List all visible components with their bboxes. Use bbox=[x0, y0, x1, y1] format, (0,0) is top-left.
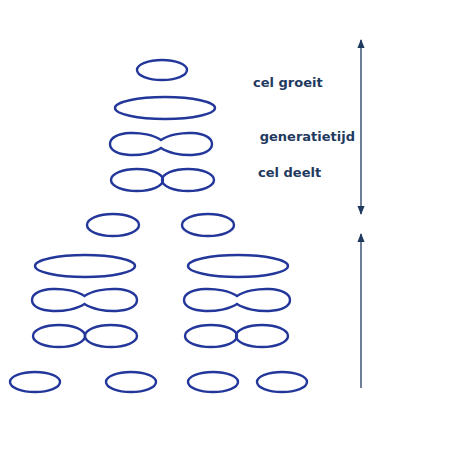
cell-shape bbox=[33, 325, 85, 347]
cell-shape bbox=[188, 255, 288, 277]
cell-shape bbox=[188, 372, 238, 392]
generation-arrow bbox=[360, 40, 361, 214]
cell-shape bbox=[106, 372, 156, 392]
cell-shape bbox=[10, 372, 60, 392]
cell-shape bbox=[111, 169, 163, 191]
step-label: generatietijd bbox=[260, 129, 355, 145]
cell-shape bbox=[115, 97, 215, 119]
cell-shape bbox=[85, 325, 137, 347]
dividing-cell bbox=[184, 289, 290, 311]
cell-shape bbox=[182, 214, 234, 236]
cell-shape bbox=[162, 169, 214, 191]
dividing-cell bbox=[110, 133, 212, 155]
step-label: cel deelt bbox=[258, 165, 321, 181]
step-label: cel groeit bbox=[253, 75, 323, 91]
cell-shape bbox=[257, 372, 307, 392]
cell-shape bbox=[236, 325, 288, 347]
cell-shape bbox=[185, 325, 237, 347]
dividing-cell bbox=[32, 289, 137, 311]
cell-shape bbox=[35, 255, 135, 277]
cell-shape bbox=[137, 60, 187, 80]
generation-arrow bbox=[360, 234, 361, 388]
cell-shape bbox=[87, 214, 139, 236]
